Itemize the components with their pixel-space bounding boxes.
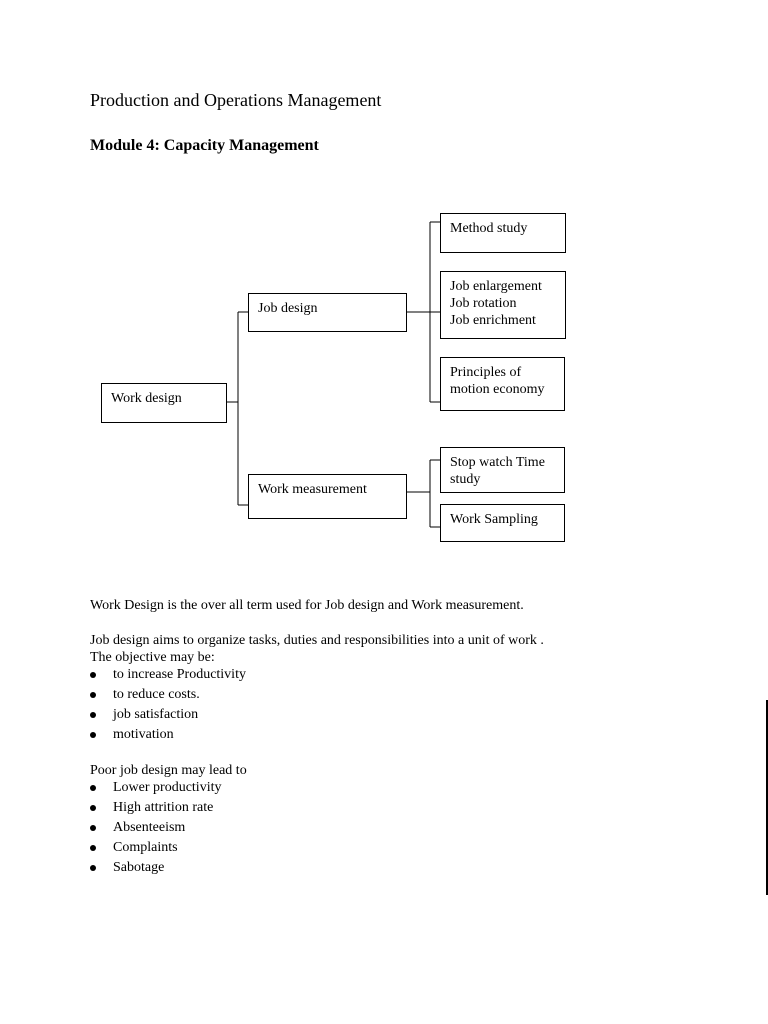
box-work-design-label: Work design <box>111 391 182 406</box>
bullet-icon <box>90 672 96 678</box>
intro-paragraph: Work Design is the over all term used fo… <box>90 598 524 613</box>
list-item: High attrition rate <box>90 798 221 818</box>
document-title: Production and Operations Management <box>90 90 382 110</box>
objective-intro: The objective may be: <box>90 650 215 665</box>
job-design-aim-paragraph: Job design aims to organize tasks, dutie… <box>90 633 544 648</box>
job-rotation-label: Job rotation <box>450 296 517 311</box>
list-item: Complaints <box>90 838 221 858</box>
list-item: job satisfaction <box>90 705 246 725</box>
list-item-text: Complaints <box>113 840 178 855</box>
bullet-icon <box>90 865 96 871</box>
module-title: Module 4: Capacity Management <box>90 137 319 154</box>
list-item: Sabotage <box>90 858 221 878</box>
page-edge-rule <box>766 700 768 895</box>
list-item-text: job satisfaction <box>113 707 199 722</box>
list-item: motivation <box>90 725 246 745</box>
motion-economy-line-1: Principles of <box>450 365 522 380</box>
bullet-icon <box>90 845 96 851</box>
job-enlargement-label: Job enlargement <box>450 279 542 294</box>
list-item-text: to increase Productivity <box>113 667 246 682</box>
list-item: to reduce costs. <box>90 685 246 705</box>
bullet-icon <box>90 785 96 791</box>
box-work-measurement: Work measurement <box>248 474 407 519</box>
job-enrichment-label: Job enrichment <box>450 313 536 328</box>
bullet-icon <box>90 712 96 718</box>
list-item: Lower productivity <box>90 778 221 798</box>
objectives-list: to increase Productivity to reduce costs… <box>90 665 246 745</box>
bullet-icon <box>90 692 96 698</box>
bullet-icon <box>90 825 96 831</box>
box-job-design: Job design <box>248 293 407 332</box>
list-item-text: Lower productivity <box>113 780 222 795</box>
poor-design-intro: Poor job design may lead to <box>90 763 247 778</box>
list-item: to increase Productivity <box>90 665 246 685</box>
list-item-text: Sabotage <box>113 860 165 875</box>
box-method-study: Method study <box>440 213 566 253</box>
stop-watch-line-1: Stop watch Time <box>450 455 545 470</box>
motion-economy-line-2: motion economy <box>450 382 545 397</box>
list-item-text: Absenteeism <box>113 820 186 835</box>
bullet-icon <box>90 732 96 738</box>
box-work-measurement-label: Work measurement <box>258 482 367 497</box>
box-stop-watch-time-study: Stop watch Time study <box>440 447 565 493</box>
list-item-text: motivation <box>113 727 174 742</box>
list-item: Absenteeism <box>90 818 221 838</box>
box-work-design: Work design <box>101 383 227 423</box>
box-job-design-label: Job design <box>258 301 318 316</box>
box-work-sampling-label: Work Sampling <box>450 512 538 527</box>
box-job-enlargement-group: Job enlargement Job rotation Job enrichm… <box>440 271 566 339</box>
list-item-text: to reduce costs. <box>113 687 200 702</box>
box-motion-economy: Principles of motion economy <box>440 357 565 411</box>
bullet-icon <box>90 805 96 811</box>
box-work-sampling: Work Sampling <box>440 504 565 542</box>
box-method-study-label: Method study <box>450 221 528 236</box>
list-item-text: High attrition rate <box>113 800 214 815</box>
stop-watch-line-2: study <box>450 472 481 487</box>
poor-effects-list: Lower productivity High attrition rate A… <box>90 778 221 878</box>
